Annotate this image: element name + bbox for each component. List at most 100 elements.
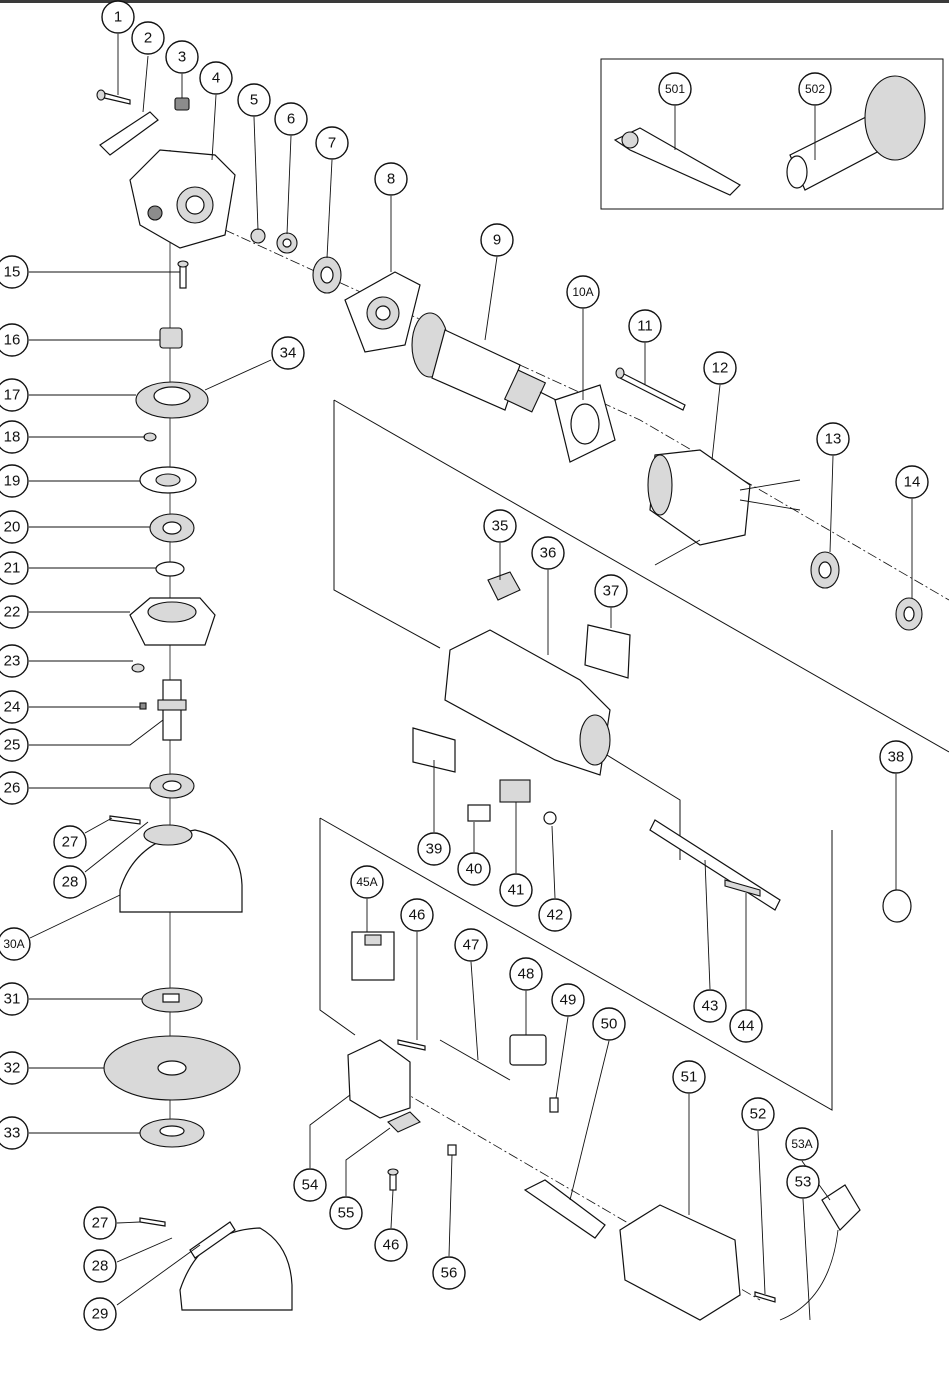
ring-38	[882, 889, 912, 923]
switch-frame	[319, 817, 833, 1111]
callout-c52: 52	[741, 1097, 775, 1131]
pinion-6	[276, 232, 298, 254]
leader-c55	[345, 1127, 391, 1196]
callout-label: 48	[518, 966, 535, 983]
callout-label: 15	[4, 264, 21, 281]
callout-label: 29	[92, 1306, 109, 1323]
callout-label: 55	[338, 1205, 355, 1222]
leader-c42	[551, 825, 556, 899]
spring-44	[724, 879, 761, 897]
callout-label: 36	[540, 545, 557, 562]
callout-c31: 31	[0, 982, 29, 1016]
callout-c47: 47	[454, 928, 488, 962]
label-39	[412, 727, 456, 773]
callout-label: 7	[328, 135, 336, 152]
callout-c56: 56	[432, 1256, 466, 1290]
callout-c25: 25	[0, 728, 29, 762]
screw-52	[754, 1291, 776, 1303]
callout-c5: 5	[237, 83, 271, 117]
screw-23	[131, 663, 145, 673]
callout-c20: 20	[0, 510, 29, 544]
callout-label: 46	[409, 907, 426, 924]
leader-c46b	[390, 1189, 394, 1229]
washer-21	[155, 561, 185, 577]
callout-c1: 1	[101, 0, 135, 34]
callout-label: 24	[4, 699, 21, 716]
callout-label: 25	[4, 737, 21, 754]
callout-c27b: 27	[83, 1206, 117, 1240]
callout-c34: 34	[271, 336, 305, 370]
callout-label: 23	[4, 653, 21, 670]
bearing-26	[149, 773, 195, 799]
handle-cover-51	[619, 1204, 741, 1321]
callout-c54: 54	[293, 1168, 327, 1202]
brush-40	[467, 804, 491, 822]
callout-c14: 14	[895, 465, 929, 499]
bracket-8	[344, 271, 421, 353]
callout-label: 10A	[572, 285, 593, 299]
callout-label: 6	[287, 111, 295, 128]
callout-label: 33	[4, 1125, 21, 1142]
callout-label: 43	[702, 998, 719, 1015]
callout-label: 14	[904, 474, 921, 491]
callout-c3: 3	[165, 40, 199, 74]
bearing-13	[810, 551, 840, 589]
callout-label: 20	[4, 519, 21, 536]
callout-label: 37	[603, 583, 620, 600]
callout-label: 16	[4, 332, 21, 349]
callout-c44: 44	[729, 1009, 763, 1043]
callout-c38: 38	[879, 740, 913, 774]
callout-label: 22	[4, 604, 21, 621]
leader-c34	[204, 359, 272, 391]
callout-label: 13	[825, 431, 842, 448]
callout-label: 53A	[791, 1137, 812, 1151]
callout-c45a: 45A	[350, 865, 384, 899]
callout-label: 54	[302, 1177, 319, 1194]
callout-label: 21	[4, 560, 21, 577]
leader-c12	[711, 384, 721, 461]
callout-label: 501	[665, 82, 685, 96]
callout-label: 39	[426, 841, 443, 858]
callout-c16: 16	[0, 323, 29, 357]
callout-label: 42	[547, 907, 564, 924]
callout-c10a: 10A	[566, 275, 600, 309]
wheel-guard-30a	[119, 824, 243, 913]
callout-label: 1	[114, 9, 122, 26]
pin-56	[447, 1144, 457, 1156]
screw-27b	[139, 1217, 166, 1227]
baffle-10a	[554, 384, 616, 463]
leader-c30a	[29, 894, 121, 939]
callout-label: 45A	[356, 875, 377, 889]
callout-c41: 41	[499, 873, 533, 907]
spring-42	[543, 811, 557, 825]
callout-label: 5	[250, 92, 258, 109]
leader-c47	[470, 961, 479, 1061]
leader-c29	[116, 1244, 201, 1306]
callout-c18: 18	[0, 420, 29, 454]
callout-label: 3	[178, 49, 186, 66]
callout-label: 35	[492, 518, 509, 535]
callout-c42: 42	[538, 898, 572, 932]
callout-c48: 48	[509, 957, 543, 991]
callout-c33: 33	[0, 1116, 29, 1150]
callout-label: 38	[888, 749, 905, 766]
screw-18	[143, 432, 157, 442]
label-37	[584, 624, 631, 679]
callout-c17: 17	[0, 378, 29, 412]
callout-label: 47	[463, 937, 480, 954]
housing-36	[444, 629, 611, 776]
callout-c24: 24	[0, 690, 29, 724]
plate-19	[139, 466, 197, 494]
screw-46b	[387, 1168, 399, 1191]
bearing-7	[312, 256, 342, 294]
noise-suppressor-48	[509, 1034, 547, 1066]
callout-c37: 37	[594, 574, 628, 608]
callout-c28b: 28	[83, 1249, 117, 1283]
callout-c502: 502	[798, 72, 832, 106]
callout-c8: 8	[374, 162, 408, 196]
callout-label: 41	[508, 882, 525, 899]
leader-c4	[211, 94, 217, 161]
callout-label: 31	[4, 991, 21, 1008]
callout-c2: 2	[131, 21, 165, 55]
screw-11	[615, 367, 686, 411]
